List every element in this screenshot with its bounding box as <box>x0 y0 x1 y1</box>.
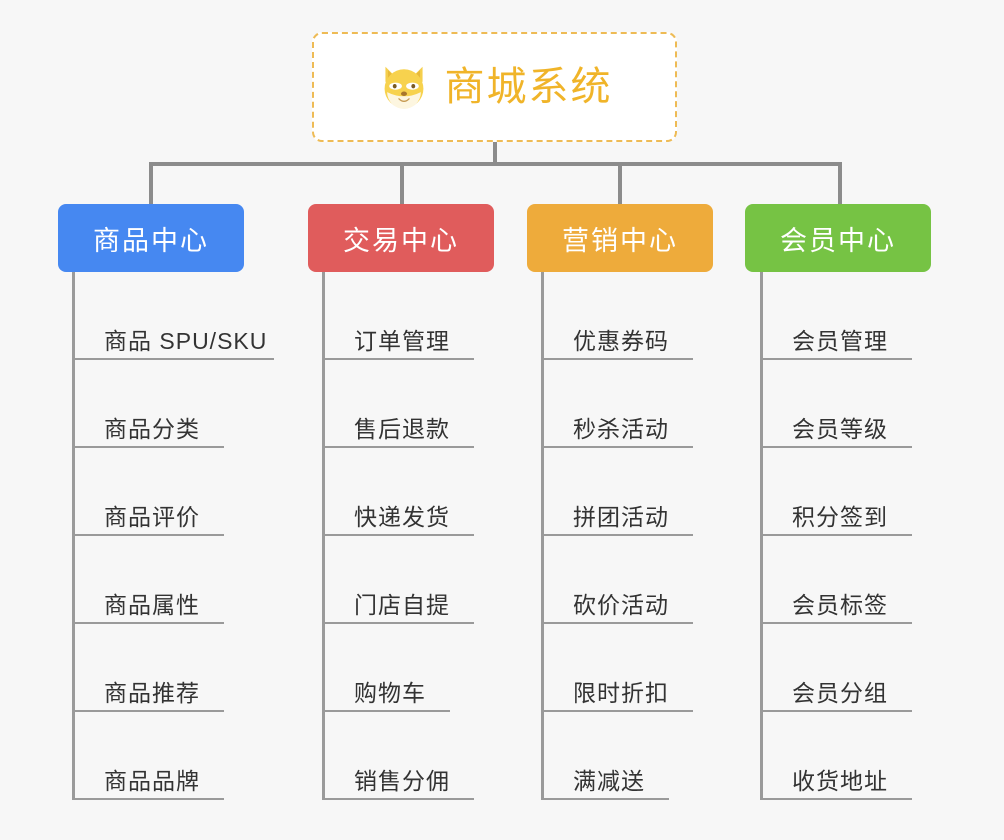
leaf-item-label: 拼团活动 <box>573 503 669 530</box>
category-label: 会员中心 <box>780 225 896 256</box>
leaf-item[interactable]: 砍价活动 <box>541 536 693 624</box>
leaf-item-label: 会员标签 <box>792 591 888 618</box>
leaf-item[interactable]: 优惠券码 <box>541 272 693 360</box>
leaf-item-label: 收货地址 <box>792 767 888 794</box>
leaf-item[interactable]: 商品分类 <box>72 360 224 448</box>
leaf-spine-marketing-center <box>541 272 544 800</box>
leaf-item[interactable]: 销售分佣 <box>322 712 474 800</box>
leaf-item-label: 会员分组 <box>792 679 888 706</box>
leaf-item[interactable]: 秒杀活动 <box>541 360 693 448</box>
leaf-item-label: 会员管理 <box>792 327 888 354</box>
leaf-item-label: 满减送 <box>573 767 645 794</box>
root-title: 商城系统 <box>444 65 613 109</box>
leaf-item[interactable]: 积分签到 <box>760 448 912 536</box>
leaf-item[interactable]: 商品推荐 <box>72 624 224 712</box>
leaf-item-label: 订单管理 <box>354 327 450 354</box>
leaf-item-label: 商品品牌 <box>104 767 200 794</box>
category-box-trade-center[interactable]: 交易中心 <box>308 204 494 272</box>
leaf-item[interactable]: 商品 SPU/SKU <box>72 272 274 360</box>
leaf-item-label: 秒杀活动 <box>573 415 669 442</box>
leaf-item-label: 商品推荐 <box>104 679 200 706</box>
connector-drop-marketing-center <box>618 162 622 204</box>
leaf-item-label: 会员等级 <box>792 415 888 442</box>
connector-root-stem <box>493 142 497 164</box>
leaf-item[interactable]: 订单管理 <box>322 272 474 360</box>
connector-drop-product-center <box>149 162 153 204</box>
leaf-item-label: 门店自提 <box>354 591 450 618</box>
leaf-item-label: 购物车 <box>354 679 426 706</box>
category-box-member-center[interactable]: 会员中心 <box>745 204 931 272</box>
leaf-item[interactable]: 收货地址 <box>760 712 912 800</box>
connector-horizontal-bus <box>149 162 841 166</box>
category-label: 商品中心 <box>93 225 209 256</box>
root-node-mall-system[interactable]: 商城系统 <box>312 32 677 142</box>
leaf-item-label: 砍价活动 <box>573 591 669 618</box>
leaf-spine-member-center <box>760 272 763 800</box>
leaf-spine-product-center <box>72 272 75 800</box>
leaf-item-label: 销售分佣 <box>354 767 450 794</box>
leaf-item-label: 快递发货 <box>354 503 450 530</box>
leaf-item[interactable]: 拼团活动 <box>541 448 693 536</box>
leaf-spine-trade-center <box>322 272 325 800</box>
leaf-item-label: 售后退款 <box>354 415 450 442</box>
leaf-item[interactable]: 快递发货 <box>322 448 474 536</box>
leaf-item-label: 限时折扣 <box>573 679 669 706</box>
leaf-item[interactable]: 会员标签 <box>760 536 912 624</box>
leaf-item[interactable]: 会员分组 <box>760 624 912 712</box>
leaf-item[interactable]: 会员管理 <box>760 272 912 360</box>
leaf-item[interactable]: 门店自提 <box>322 536 474 624</box>
leaf-item[interactable]: 购物车 <box>322 624 450 712</box>
leaf-item-label: 商品属性 <box>104 591 200 618</box>
leaf-item[interactable]: 商品评价 <box>72 448 224 536</box>
leaf-item[interactable]: 限时折扣 <box>541 624 693 712</box>
connector-drop-member-center <box>838 162 842 204</box>
leaf-item-label: 商品分类 <box>104 415 200 442</box>
leaf-item-label: 商品 SPU/SKU <box>104 327 268 354</box>
category-label: 营销中心 <box>562 225 678 256</box>
category-label: 交易中心 <box>343 225 459 256</box>
leaf-item[interactable]: 会员等级 <box>760 360 912 448</box>
leaf-item[interactable]: 满减送 <box>541 712 669 800</box>
leaf-item-label: 商品评价 <box>104 503 200 530</box>
leaf-item-label: 优惠券码 <box>573 327 669 354</box>
category-box-product-center[interactable]: 商品中心 <box>58 204 244 272</box>
category-box-marketing-center[interactable]: 营销中心 <box>527 204 713 272</box>
leaf-item-label: 积分签到 <box>792 503 888 530</box>
leaf-item[interactable]: 商品属性 <box>72 536 224 624</box>
leaf-item[interactable]: 售后退款 <box>322 360 474 448</box>
shiba-dog-face-icon <box>384 66 423 109</box>
leaf-item[interactable]: 商品品牌 <box>72 712 224 800</box>
connector-drop-trade-center <box>400 162 404 204</box>
